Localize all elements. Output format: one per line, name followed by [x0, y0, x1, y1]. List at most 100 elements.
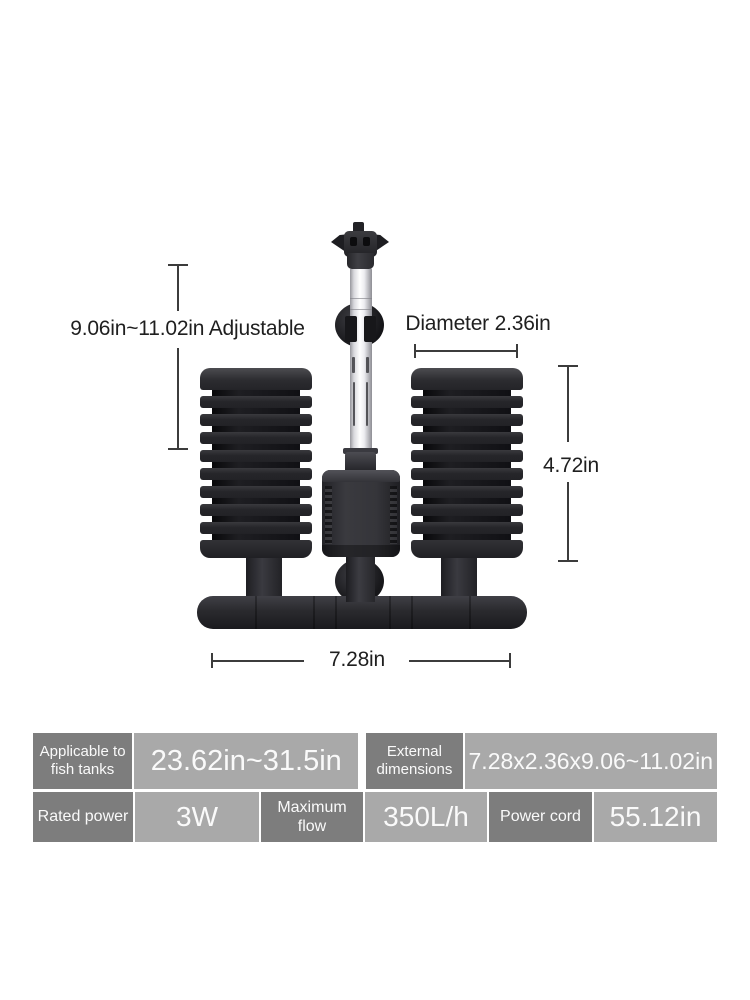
spec-table: Applicable to fish tanks 23.62in~31.5in … [33, 733, 717, 842]
dim-cap [168, 448, 188, 450]
pipe-seam [411, 596, 413, 629]
pump-grip-left [325, 486, 332, 544]
pump-body [322, 470, 400, 557]
tube-clamp-left [345, 316, 357, 342]
sponge-fin [200, 486, 312, 498]
sponge-groove [423, 390, 511, 396]
pump-outlet-stem [346, 557, 375, 602]
base-pipe-riser-left [246, 552, 282, 604]
tube-inner-edge [353, 382, 355, 426]
label-diameter: Diameter 2.36in [405, 312, 551, 335]
tube-joint-mark [352, 357, 355, 373]
spec-applicable-value: 23.62in~31.5in [134, 733, 359, 789]
sponge-fin [200, 504, 312, 516]
sponge-fin [411, 522, 523, 534]
dim-line-width [213, 660, 304, 662]
sponge-groove [423, 462, 511, 468]
sponge-fin [200, 396, 312, 408]
dim-line-height [177, 266, 179, 311]
base-pipe-riser-right [441, 552, 477, 604]
sponge-fin [411, 468, 523, 480]
dim-line-sponge [567, 367, 569, 442]
sponge-groove [212, 390, 300, 396]
dim-cap [558, 365, 578, 367]
dim-cap [168, 264, 188, 266]
pump-grip-right [390, 486, 397, 544]
spec-applicable-label: Applicable to fish tanks [33, 733, 133, 789]
dim-line-height [177, 348, 179, 449]
sponge-fin [200, 540, 312, 558]
sponge-groove [423, 408, 511, 414]
tube-joint-mark [366, 357, 369, 373]
sponge-fin [411, 396, 523, 408]
sponge-groove [212, 498, 300, 504]
tube-seam [350, 309, 372, 310]
dim-cap [509, 653, 511, 668]
tube-inner-edge [366, 382, 368, 426]
sponge-groove [212, 534, 300, 540]
spec-row-2: Rated power 3W Maximum flow 350L/h Power… [33, 792, 717, 842]
sponge-fin [411, 540, 523, 558]
sponge-fin [411, 486, 523, 498]
sponge-groove [423, 516, 511, 522]
nozzle-hole-right [363, 237, 370, 246]
sponge-groove [423, 534, 511, 540]
dim-cap [558, 560, 578, 562]
dim-line-width [409, 660, 510, 662]
spec-maximum-flow-label: Maximum flow [261, 792, 363, 842]
spec-maximum-flow-value: 350L/h [365, 792, 487, 842]
sponge-fin [200, 450, 312, 462]
sponge-fin [411, 504, 523, 516]
label-sponge-height: 4.72in [542, 454, 600, 477]
pipe-seam [335, 596, 337, 629]
sponge-fin [411, 450, 523, 462]
spec-power-cord-label: Power cord [489, 792, 592, 842]
sponge-cartridge-left [200, 368, 312, 558]
outlet-nozzle-cap [344, 231, 377, 257]
sponge-cartridge-right [411, 368, 523, 558]
sponge-fin [200, 368, 312, 390]
pump-lid [322, 470, 400, 482]
sponge-groove [212, 462, 300, 468]
dim-line-sponge [567, 482, 569, 560]
spec-rated-power-value: 3W [135, 792, 259, 842]
sponge-fin [411, 414, 523, 426]
label-base-width: 7.28in [328, 648, 386, 671]
spec-rated-power-label: Rated power [33, 792, 133, 842]
spec-external-dimensions-value: 7.28x2.36x9.06~11.02in [464, 733, 717, 789]
spec-power-cord-value: 55.12in [594, 792, 717, 842]
pipe-seam [469, 596, 471, 629]
dim-cap [211, 653, 213, 668]
pipe-seam [389, 596, 391, 629]
nozzle-hole-left [350, 237, 357, 246]
sponge-groove [212, 408, 300, 414]
label-adjustable-height: 9.06in~11.02in Adjustable [70, 317, 305, 340]
sponge-groove [423, 498, 511, 504]
pipe-seam [313, 596, 315, 629]
nozzle-collar [347, 253, 374, 269]
sponge-groove [212, 516, 300, 522]
sponge-fin [200, 414, 312, 426]
outlet-nub [353, 222, 364, 236]
pump-bottom-band [322, 545, 400, 557]
sponge-fin [411, 432, 523, 444]
dim-line-diameter [415, 350, 517, 352]
tube-clamp-right [364, 316, 376, 342]
sponge-groove [212, 444, 300, 450]
sponge-fin [200, 468, 312, 480]
tube-seam [350, 298, 372, 299]
spec-row-1: Applicable to fish tanks 23.62in~31.5in … [33, 733, 717, 789]
spec-external-dimensions-label: External dimensions [366, 733, 463, 789]
sponge-fin [200, 522, 312, 534]
sponge-groove [423, 444, 511, 450]
sponge-groove [423, 426, 511, 432]
dim-cap [516, 344, 518, 358]
sponge-groove [423, 480, 511, 486]
pipe-seam [255, 596, 257, 629]
tube-connector [345, 452, 376, 474]
tube-connector-flange [343, 448, 378, 454]
sponge-groove [212, 480, 300, 486]
sponge-fin [200, 432, 312, 444]
sponge-fin [411, 368, 523, 390]
